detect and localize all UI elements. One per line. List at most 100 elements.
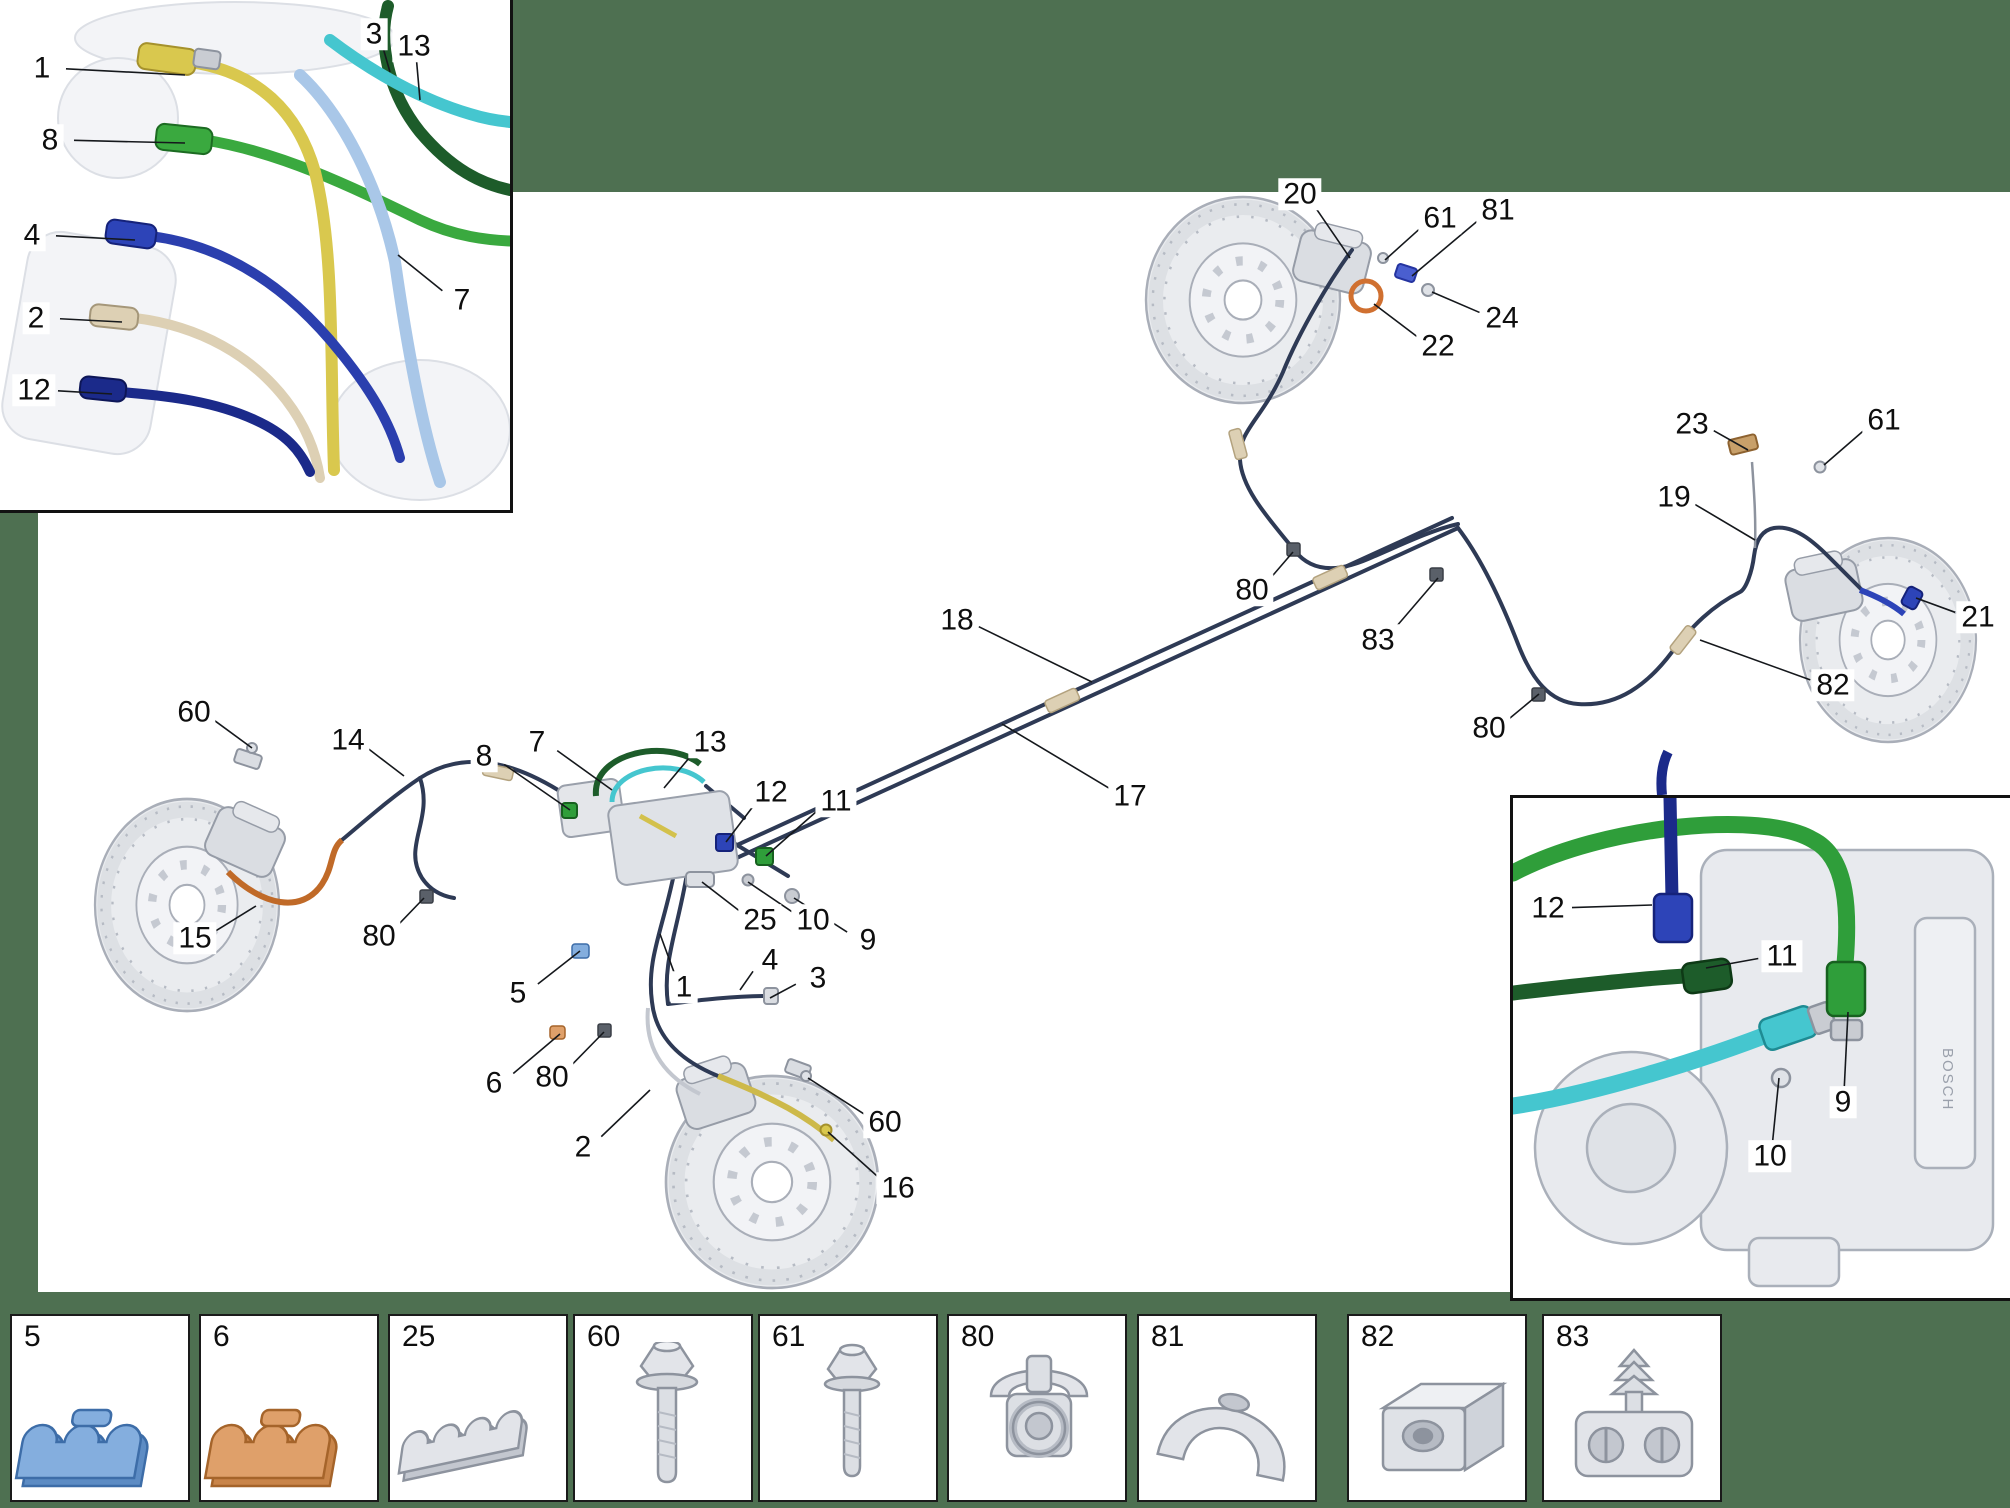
- callout-12[interactable]: 12: [1526, 892, 1570, 924]
- callout-19[interactable]: 19: [1652, 481, 1696, 513]
- fitting-12-abs: [1652, 892, 1694, 944]
- clip-5-main: [571, 943, 590, 959]
- tube-1-yellow: [184, 56, 340, 476]
- abs-hoses: [1513, 798, 1856, 1115]
- abs-unit-main: [556, 748, 800, 904]
- callout-82[interactable]: 82: [1811, 669, 1855, 701]
- callout-16[interactable]: 16: [876, 1172, 920, 1204]
- callout-25[interactable]: 25: [738, 904, 782, 936]
- callout-13[interactable]: 13: [392, 30, 436, 62]
- callout-8[interactable]: 8: [36, 124, 64, 156]
- fitting-8: [154, 122, 214, 156]
- fitting-4: [104, 218, 158, 250]
- callout-1[interactable]: 1: [670, 971, 698, 1003]
- callout-2[interactable]: 2: [22, 302, 50, 334]
- fitting-9-abs: [1825, 960, 1867, 1018]
- callout-20[interactable]: 20: [1278, 178, 1322, 210]
- callout-83[interactable]: 83: [1356, 624, 1400, 656]
- callout-3[interactable]: 3: [360, 18, 388, 50]
- part-number-label: 5: [24, 1320, 41, 1353]
- tube-clip-blue-icon: [14, 1408, 149, 1488]
- callout-7[interactable]: 7: [448, 284, 476, 316]
- fitting-11-main: [755, 847, 774, 866]
- callout-18[interactable]: 18: [935, 604, 979, 636]
- callout-60[interactable]: 60: [172, 696, 216, 728]
- tube-7-light-blue: [294, 69, 446, 488]
- hose-9-green: [1513, 816, 1856, 973]
- callout-11[interactable]: 11: [815, 785, 857, 817]
- callout-1[interactable]: 1: [28, 52, 56, 84]
- clip-6-main: [549, 1025, 566, 1040]
- part-thumb-81[interactable]: 81: [1137, 1314, 1317, 1502]
- part-thumb-60[interactable]: 60: [573, 1314, 753, 1502]
- part-thumb-25[interactable]: 25: [388, 1314, 568, 1502]
- banjo-16: [819, 1123, 833, 1137]
- part-thumb-80[interactable]: 80: [947, 1314, 1127, 1502]
- part-number-label: 60: [587, 1320, 621, 1353]
- callout-3[interactable]: 3: [804, 962, 832, 994]
- callout-9[interactable]: 9: [1829, 1086, 1857, 1118]
- callout-15[interactable]: 15: [173, 922, 217, 954]
- bolt-60-front-right: [800, 1070, 812, 1082]
- callout-4[interactable]: 4: [756, 944, 784, 976]
- callout-12[interactable]: 12: [749, 776, 793, 808]
- fitting-11-abs: [1680, 957, 1734, 995]
- tree-clip-icon: [1574, 1348, 1694, 1478]
- callout-24[interactable]: 24: [1480, 302, 1524, 334]
- part-thumb-5[interactable]: 5: [10, 1314, 190, 1502]
- callout-9[interactable]: 9: [854, 924, 882, 956]
- callout-23[interactable]: 23: [1670, 408, 1714, 440]
- callout-80[interactable]: 80: [1230, 574, 1274, 606]
- rear-right-hose-21: [1858, 587, 1906, 617]
- callout-7[interactable]: 7: [523, 726, 551, 758]
- saddle-bracket-icon: [1156, 1392, 1286, 1482]
- hex-bolt-icon: [635, 1342, 699, 1484]
- hex-bolt-short-icon: [823, 1343, 881, 1478]
- callout-8[interactable]: 8: [470, 740, 498, 772]
- bolt-10-abs: [1770, 1067, 1792, 1089]
- callout-10[interactable]: 10: [1748, 1140, 1792, 1172]
- part-thumb-83[interactable]: 83: [1542, 1314, 1722, 1502]
- front-left-hose-15: [225, 837, 345, 906]
- tube-2-beige: [130, 313, 325, 483]
- callout-4[interactable]: 4: [18, 219, 46, 251]
- rear-left-fittings: [1348, 252, 1435, 314]
- callout-13[interactable]: 13: [688, 726, 732, 758]
- callout-10[interactable]: 10: [791, 904, 835, 936]
- front-left-zigzag: [413, 776, 456, 900]
- tube-clip-orange-icon: [203, 1408, 338, 1488]
- fitting-2: [88, 303, 140, 331]
- callout-11[interactable]: 11: [1761, 940, 1803, 972]
- bracket-23: [1727, 433, 1759, 456]
- callout-21[interactable]: 21: [1956, 601, 2000, 633]
- callout-5[interactable]: 5: [504, 977, 532, 1009]
- hose-12-dark-blue: [1663, 798, 1679, 905]
- rear-right-line: [1456, 525, 1866, 707]
- fitting-branch-3: [763, 987, 779, 1005]
- tube-clip-gray-icon: [397, 1410, 528, 1483]
- callout-12[interactable]: 12: [12, 374, 56, 406]
- callout-60[interactable]: 60: [863, 1106, 907, 1138]
- callout-80[interactable]: 80: [530, 1061, 574, 1093]
- callout-17[interactable]: 17: [1108, 780, 1152, 812]
- hose-teal: [1513, 1021, 1788, 1115]
- callout-61[interactable]: 61: [1862, 404, 1906, 436]
- abs-pump-body: [1533, 848, 1995, 1288]
- callout-22[interactable]: 22: [1416, 330, 1460, 362]
- callout-2[interactable]: 2: [569, 1131, 597, 1163]
- callout-80[interactable]: 80: [357, 920, 401, 952]
- callout-14[interactable]: 14: [326, 724, 370, 756]
- tube-12-dark-blue: [115, 387, 315, 477]
- callout-61[interactable]: 61: [1418, 202, 1462, 234]
- callout-81[interactable]: 81: [1476, 194, 1520, 226]
- part-thumb-6[interactable]: 6: [199, 1314, 379, 1502]
- inset-fittings: [78, 42, 222, 403]
- part-thumb-82[interactable]: 82: [1347, 1314, 1527, 1502]
- part-thumb-61[interactable]: 61: [758, 1314, 938, 1502]
- inset-tl-art: [1, 0, 510, 501]
- bosch-logo: BOSCH: [1939, 1048, 1956, 1111]
- fitting-12: [78, 375, 128, 403]
- callout-80[interactable]: 80: [1467, 712, 1511, 744]
- callout-6[interactable]: 6: [480, 1067, 508, 1099]
